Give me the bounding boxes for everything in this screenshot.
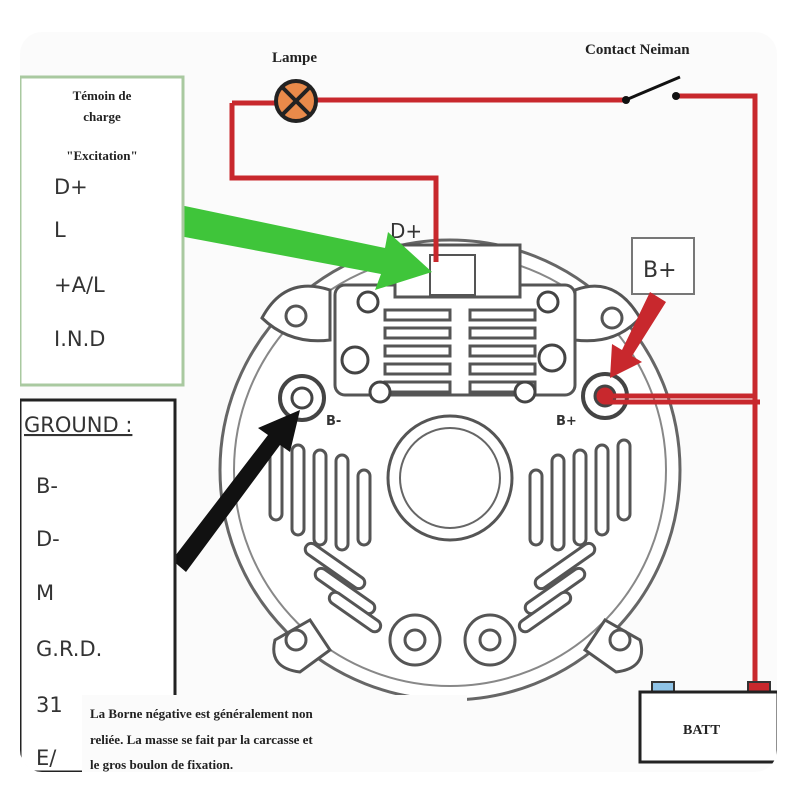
ground-terminal-1: D- [36,527,60,551]
charge-terminal-0: D+ [54,175,88,199]
diagram-frame: B- B+ D+ Lampe Contact Neiman B+ Témoin … [20,32,777,772]
charge-box-subtitle: "Excitation" [66,148,138,163]
b-minus-mark: B- [326,414,341,429]
wire-switch-to-batt [676,93,758,690]
ground-terminal-2: M [36,581,54,605]
switch-label: Contact Neiman [585,42,690,58]
vent-slots-left [268,438,383,634]
battery-body [638,690,777,764]
charge-box-title-line2: charge [83,109,121,124]
regulator-screws [340,290,567,404]
alternator-wiring-diagram: B- B+ D+ Lampe Contact Neiman B+ Témoin … [20,42,777,772]
note-line-3: le gros boulon de fixation. [90,757,233,772]
ground-terminal-0: B- [36,474,58,498]
bottom-rosettes [388,613,517,667]
b-plus-mark: B+ [556,414,577,429]
red-arrow [610,292,666,378]
bearing-cap [399,427,501,529]
terminal-nut-icon [290,386,314,410]
black-arrow [172,410,300,572]
bolt-hole-icon [284,304,308,328]
lamp-label: Lampe [272,50,317,66]
ground-terminal-4: 31 [36,693,63,717]
wiring [229,93,760,690]
charge-indicator-box [20,75,185,387]
battery [638,681,777,764]
green-arrow [174,205,432,290]
note-line-1: La Borne négative est généralement non [90,706,314,721]
charge-box-title-line1: Témoin de [73,88,132,103]
vent-slots-right [517,438,632,634]
note-background [82,695,467,772]
b-plus-box [631,237,695,295]
charge-terminal-2: +A/L [54,273,105,297]
alternator [218,238,682,702]
regulator-fins [383,308,537,394]
bolt-hole-icon [600,306,624,330]
battery-label: BATT [683,723,721,738]
charge-terminal-1: L [54,218,66,242]
lamp-icon [274,79,318,123]
ground-terminal-5: E/ [36,746,57,770]
bolt-hole-icon [284,628,308,652]
ground-terminal-3: G.R.D. [36,637,102,661]
note-line-2: reliée. La masse se fait par la carcasse… [90,732,313,747]
ground-title: GROUND : [24,413,132,437]
wire-lamp-to-dplus [229,103,439,262]
bolt-hole-icon [608,628,632,652]
ignition-switch-icon [622,75,681,104]
charge-terminal-3: I.N.D [54,327,105,351]
regulator-connector-socket [429,254,476,296]
b-plus-box-label: B+ [643,258,677,283]
